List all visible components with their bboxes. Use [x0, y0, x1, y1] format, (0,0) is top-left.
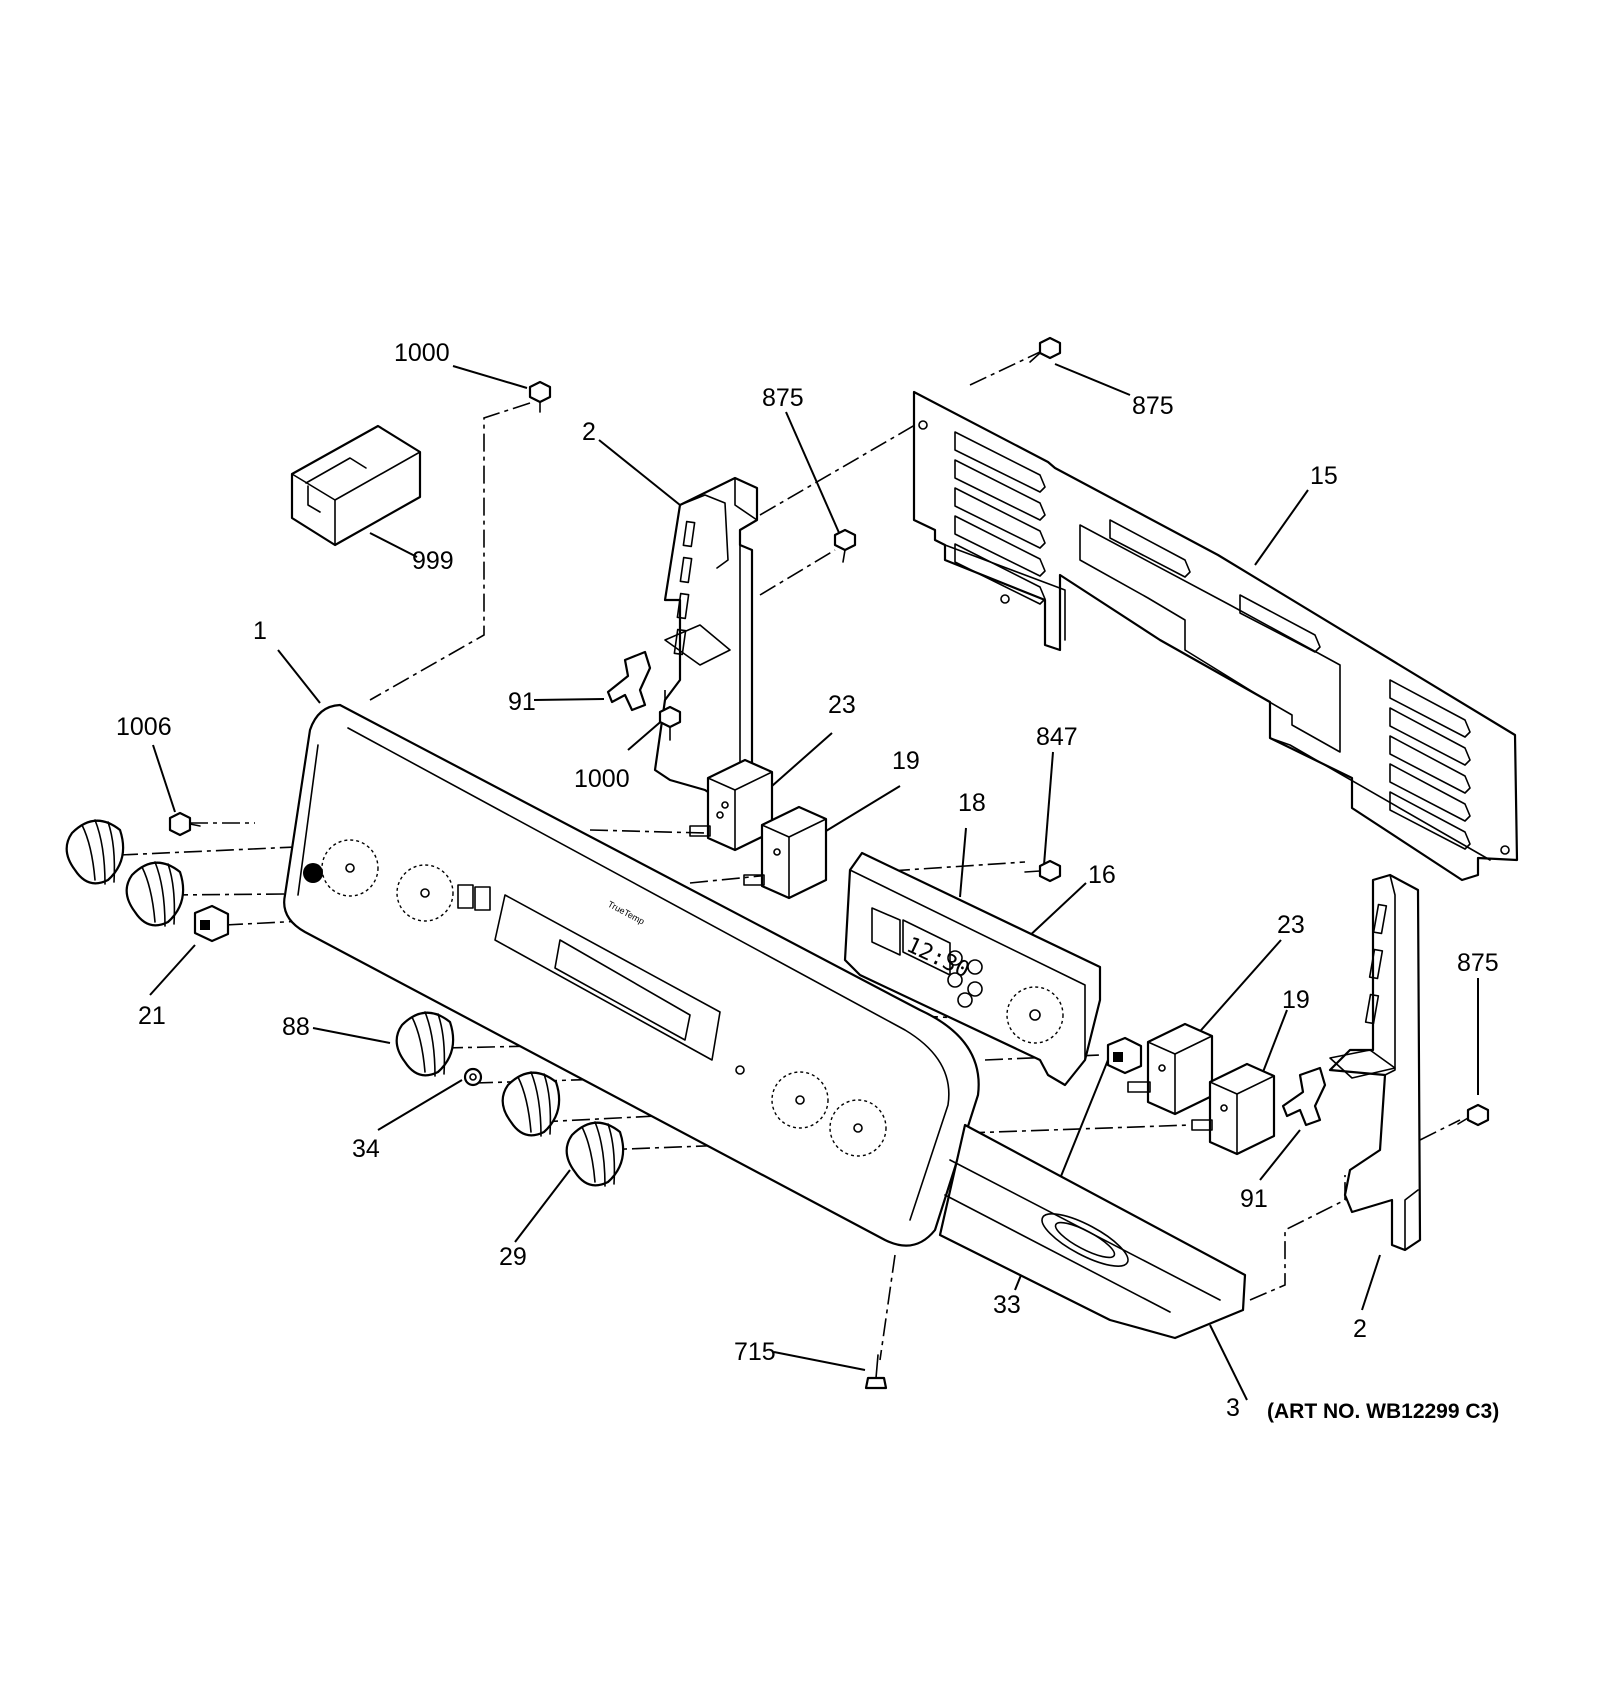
screw-875-b — [1029, 336, 1062, 363]
callout-labels: 1000 875 875 2 15 999 1 91 1006 1000 23 … — [116, 339, 1499, 1422]
callout-91-left: 91 — [508, 688, 536, 716]
screw-847 — [1024, 859, 1062, 883]
callout-875-b: 875 — [1132, 392, 1174, 420]
callout-19-right: 19 — [1282, 986, 1310, 1014]
callout-34: 34 — [352, 1135, 380, 1163]
callout-1000-mid: 1000 — [574, 765, 630, 793]
art-number: (ART NO. WB12299 C3) — [1267, 1400, 1499, 1423]
part-3-lower-trim — [938, 1123, 1247, 1340]
part-91-clip-left — [606, 650, 652, 712]
panel-right-dials — [735, 1065, 887, 1157]
knobs — [65, 819, 625, 1187]
part-33-light — [1106, 1036, 1143, 1075]
vent-slots-middle — [1109, 519, 1321, 653]
screw-1000-top — [528, 380, 552, 413]
callout-19-left: 19 — [892, 747, 920, 775]
vent-slots-right — [1389, 679, 1471, 850]
vent-slots-left — [954, 431, 1046, 605]
knob-left-1 — [65, 819, 125, 885]
callout-91-right: 91 — [1240, 1185, 1268, 1213]
part-23-switch-right — [1127, 1022, 1214, 1116]
part-1-control-panel: TrueTemp — [283, 703, 980, 1247]
part-2-left-bracket — [653, 476, 759, 812]
screw-875-a — [833, 528, 857, 563]
callout-18: 18 — [958, 789, 986, 817]
callout-2-right: 2 — [1353, 1315, 1367, 1343]
screw-34 — [463, 1067, 483, 1087]
screw-1006 — [168, 811, 201, 837]
callout-23-left: 23 — [828, 691, 856, 719]
knob-29 — [565, 1121, 625, 1187]
screw-1000-mid — [658, 705, 682, 741]
screw-715 — [864, 1354, 888, 1390]
part-999-box — [290, 424, 422, 547]
screws — [168, 336, 1490, 1390]
panel-left-dials — [303, 839, 491, 922]
callout-847: 847 — [1036, 723, 1078, 751]
part-15-rear-panel — [912, 390, 1519, 882]
part-19-switch-right — [1191, 1062, 1276, 1156]
callout-999: 999 — [412, 547, 454, 575]
callout-1: 1 — [253, 617, 267, 645]
callout-875-c: 875 — [1457, 949, 1499, 977]
callout-1000-top: 1000 — [394, 339, 450, 367]
callout-23-right: 23 — [1277, 911, 1305, 939]
knob-88 — [395, 1011, 455, 1077]
callout-21: 21 — [138, 1002, 166, 1030]
callout-3: 3 — [1226, 1394, 1240, 1422]
part-21-light — [193, 904, 230, 943]
callout-875-a: 875 — [762, 384, 804, 412]
callout-88: 88 — [282, 1013, 310, 1041]
callout-715: 715 — [734, 1338, 776, 1366]
screw-875-c — [1457, 1103, 1490, 1127]
part-91-clip-right — [1281, 1066, 1327, 1127]
knob-left-2 — [125, 861, 185, 927]
callout-1006: 1006 — [116, 713, 172, 741]
callout-2-left: 2 — [582, 418, 596, 446]
part-19-switch-left — [743, 805, 828, 900]
part-2-right-bracket — [1328, 873, 1422, 1252]
callout-15: 15 — [1310, 462, 1338, 490]
leader-lines — [149, 363, 1479, 1401]
callout-33: 33 — [993, 1291, 1021, 1319]
callout-16: 16 — [1088, 861, 1116, 889]
part-16-control-board: 12:30 — [843, 851, 1102, 1087]
callout-29: 29 — [499, 1243, 527, 1271]
knob-right-1 — [501, 1071, 561, 1137]
